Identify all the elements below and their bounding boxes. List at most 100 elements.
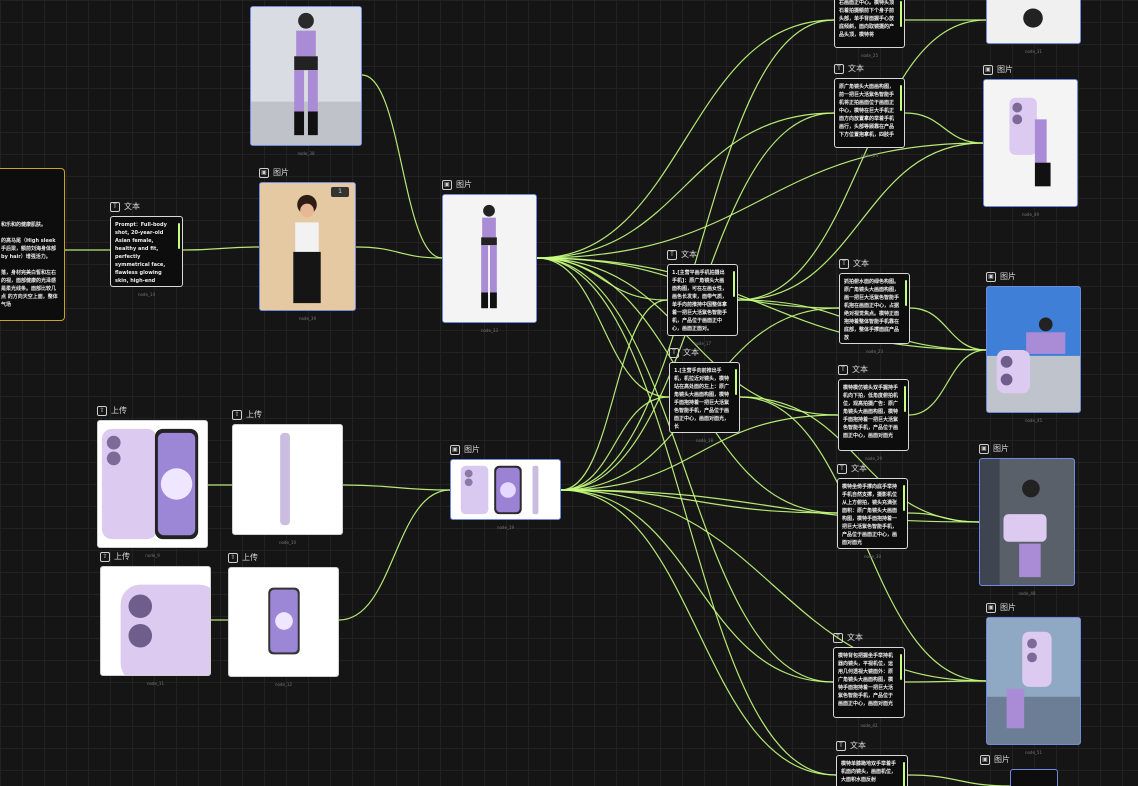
text-icon: T (838, 364, 848, 375)
image-icon: ▣ (450, 444, 460, 455)
upload-node[interactable]: ⇧上传 node_12 (228, 552, 339, 687)
text-node-content: 1.[主营平画手机拍摄出手机]：原广角镜头大画面构图，可在左画女性，画色长发束，… (667, 264, 738, 336)
text-node-content: 右画面正中心。模特头顶石着拍摄额前下个身子前头部，单手背面握手心放底倾斜，面向取… (834, 0, 905, 48)
image-icon: ▣ (980, 754, 990, 765)
text-node[interactable]: 右画面正中心。模特头顶石着拍摄额前下个身子前头部，单手背面握手心放底倾斜，面向取… (834, 0, 905, 58)
edge-line (560, 489, 834, 683)
image-preview (450, 459, 561, 520)
edge-line (907, 774, 1011, 786)
node-header: ▣图片 (986, 271, 1016, 282)
image-node[interactable]: node_31 (986, 0, 1081, 54)
node-footer: node_31 (1024, 49, 1043, 54)
edge-line (560, 299, 668, 491)
image-node[interactable]: ▣图片 node_49 (983, 64, 1078, 217)
text-icon: T (839, 258, 849, 269)
model-photo-icon (251, 7, 361, 145)
image-preview (983, 79, 1078, 207)
upload-preview (232, 424, 343, 535)
model-photo-icon (980, 459, 1074, 585)
text-node-content: 模特单膝跪地双手举着手机面向镜头，画面机位，大面积水面反射 (836, 755, 908, 786)
upload-node[interactable]: ⇧上传 node_10 (232, 409, 343, 545)
image-preview (986, 0, 1081, 44)
text-node-content: 抓拍俯水面的绿色构图。原广角镜头大画面构图，画一把巨大活紫色智能手机抱在画面正中… (839, 273, 910, 344)
image-preview: 1 (259, 182, 356, 311)
text-icon: T (667, 249, 677, 260)
node-header: ⇧上传 (232, 409, 262, 420)
image-node[interactable]: ▣图片 node_48 (979, 443, 1075, 596)
image-preview (979, 458, 1075, 586)
upload-icon: ⇧ (100, 551, 110, 562)
node-footer: node_51 (1024, 750, 1043, 755)
node-footer: node_23 (865, 349, 884, 354)
image-icon: ▣ (442, 179, 452, 190)
model-photo-icon (443, 195, 536, 322)
image-icon: ▣ (983, 64, 993, 75)
node-header: ▣图片 (450, 444, 480, 455)
edge-line (560, 489, 980, 523)
phone-camera-icon (120, 584, 210, 675)
text-node-content: 模特背包把握坐手举持机器向镜头，平视机位，运用几何透视大镜面外：原广角镜头大画面… (833, 647, 905, 718)
upload-preview (228, 567, 339, 677)
edge-line (361, 74, 443, 259)
model-photo-icon (260, 183, 355, 310)
node-footer: node_24 (860, 153, 879, 158)
image-node[interactable]: ▣图片 node_33 (442, 179, 537, 333)
node-footer: node_11 (146, 681, 165, 686)
image-preview (986, 286, 1081, 413)
text-icon: T (836, 740, 846, 751)
image-icon: ▣ (986, 602, 996, 613)
edge-line (536, 142, 984, 259)
node-footer: node_29 (864, 456, 883, 461)
edge-line (560, 489, 838, 514)
prompt-text-content: Prompt：Full-body shot, 20-year-old Asian… (110, 216, 183, 287)
edge-line (536, 257, 668, 301)
node-footer: node_49 (1021, 212, 1040, 217)
model-photo-icon (987, 287, 1080, 412)
upload-node[interactable]: ⇧上传 node_9 (97, 405, 208, 558)
note-node[interactable]: 和乐和的健康肌肤。 的高马尾（High sleek 手后梁，额前刘海身体部 by… (0, 168, 65, 321)
phone-front-icon (268, 587, 300, 655)
text-icon: T (669, 347, 679, 358)
image-preview (250, 6, 362, 146)
node-footer: node_14 (137, 292, 156, 297)
image-node[interactable]: ▣图片 1 node_39 (259, 167, 356, 321)
edge-line (904, 112, 984, 144)
edge-line (560, 396, 670, 491)
text-icon: T (834, 63, 844, 74)
image-node[interactable]: ▣图片 node_51 (986, 602, 1081, 755)
node-footer: node_10 (278, 540, 297, 545)
count-badge[interactable]: 1 (331, 187, 349, 197)
image-node[interactable]: ▣图片 node_19 (450, 444, 561, 530)
upload-node[interactable]: ⇧上传 node_11 (100, 551, 211, 686)
edge-line (536, 257, 670, 398)
node-header: ▣图片 (983, 64, 1013, 75)
image-node[interactable]: ▣图片 (980, 754, 1058, 786)
upload-icon: ⇧ (97, 405, 107, 416)
node-header: ▣图片 (986, 602, 1016, 613)
upload-preview (97, 420, 208, 548)
image-node[interactable]: node_38 (250, 6, 362, 156)
image-preview (986, 617, 1081, 745)
edge-line (338, 489, 451, 621)
node-footer: node_42 (860, 723, 878, 728)
note-node-text: 和乐和的健康肌肤。 的高马尾（High sleek 手后梁，额前刘海身体部 by… (1, 222, 58, 308)
phone-side-icon (280, 432, 290, 526)
edge-line (908, 349, 987, 416)
text-node-content: 模特坐倚手撑向底手举持手机自然支撑，摄影机位从上方俯拍，镜头充满张面积：原广角镜… (837, 478, 908, 549)
node-header: ▣图片 (980, 754, 1010, 765)
image-node[interactable]: ▣图片 node_45 (986, 271, 1081, 423)
node-footer: node_39 (298, 316, 317, 321)
